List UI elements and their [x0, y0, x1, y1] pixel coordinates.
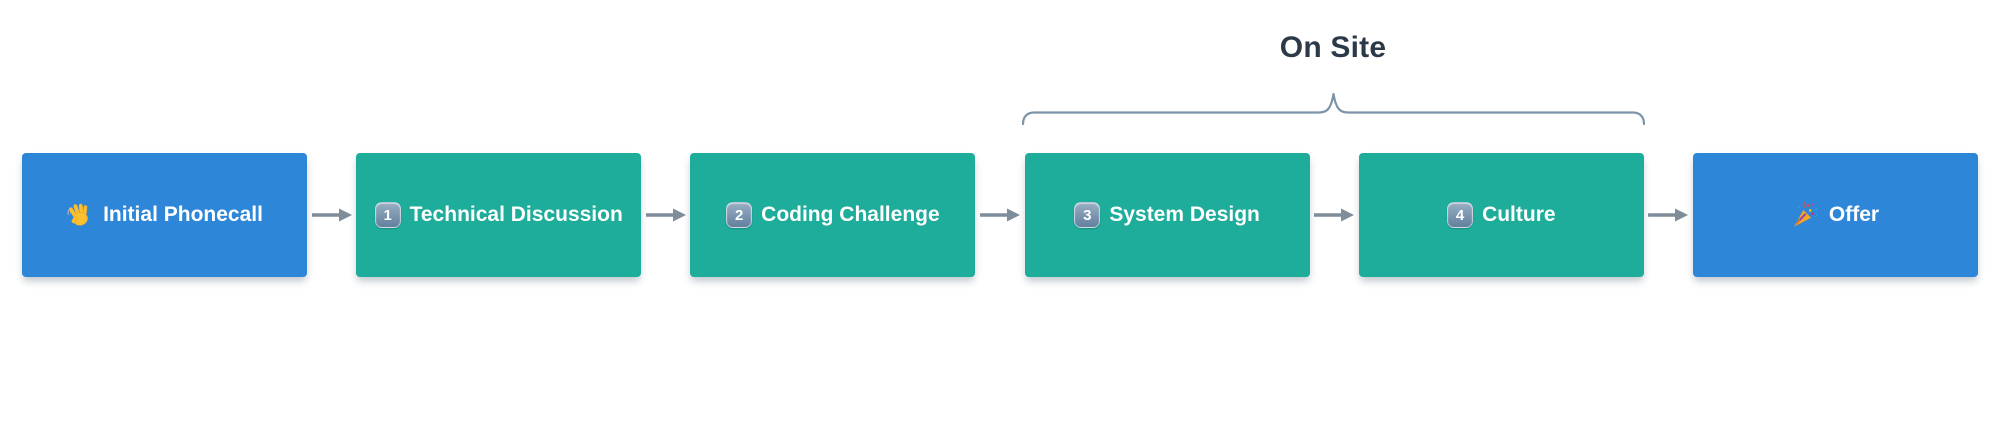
step-label: Culture — [1482, 203, 1556, 226]
flow-arrow-icon — [975, 207, 1024, 223]
group-label-on-site: On Site — [1279, 31, 1387, 64]
step-culture: 4 Culture — [1358, 153, 1644, 277]
step-label: Offer — [1828, 203, 1880, 226]
flow-arrow-icon — [307, 207, 356, 223]
step-technical-discussion: 1 Technical Discussion — [356, 153, 642, 277]
on-site-brace-icon — [1022, 92, 1645, 125]
step-offer: Offer — [1693, 153, 1979, 277]
step-label: Coding Challenge — [761, 203, 940, 226]
step-label: System Design — [1109, 203, 1260, 226]
waving-hand-icon — [66, 201, 94, 229]
keycap-1-icon: 1 — [374, 202, 401, 228]
step-system-design: 3 System Design — [1024, 153, 1310, 277]
flow-arrow-icon — [1310, 207, 1359, 223]
flow-arrow-icon — [641, 207, 690, 223]
keycap-2-icon: 2 — [726, 202, 753, 228]
keycap-3-icon: 3 — [1074, 202, 1101, 228]
step-initial-phonecall: Initial Phonecall — [22, 153, 307, 277]
step-label: Technical Discussion — [409, 203, 623, 226]
party-popper-icon — [1792, 201, 1820, 229]
step-label: Initial Phonecall — [103, 203, 263, 226]
flow-arrow-icon — [1644, 207, 1693, 223]
step-coding-challenge: 2 Coding Challenge — [690, 153, 976, 277]
keycap-4-icon: 4 — [1447, 202, 1474, 228]
